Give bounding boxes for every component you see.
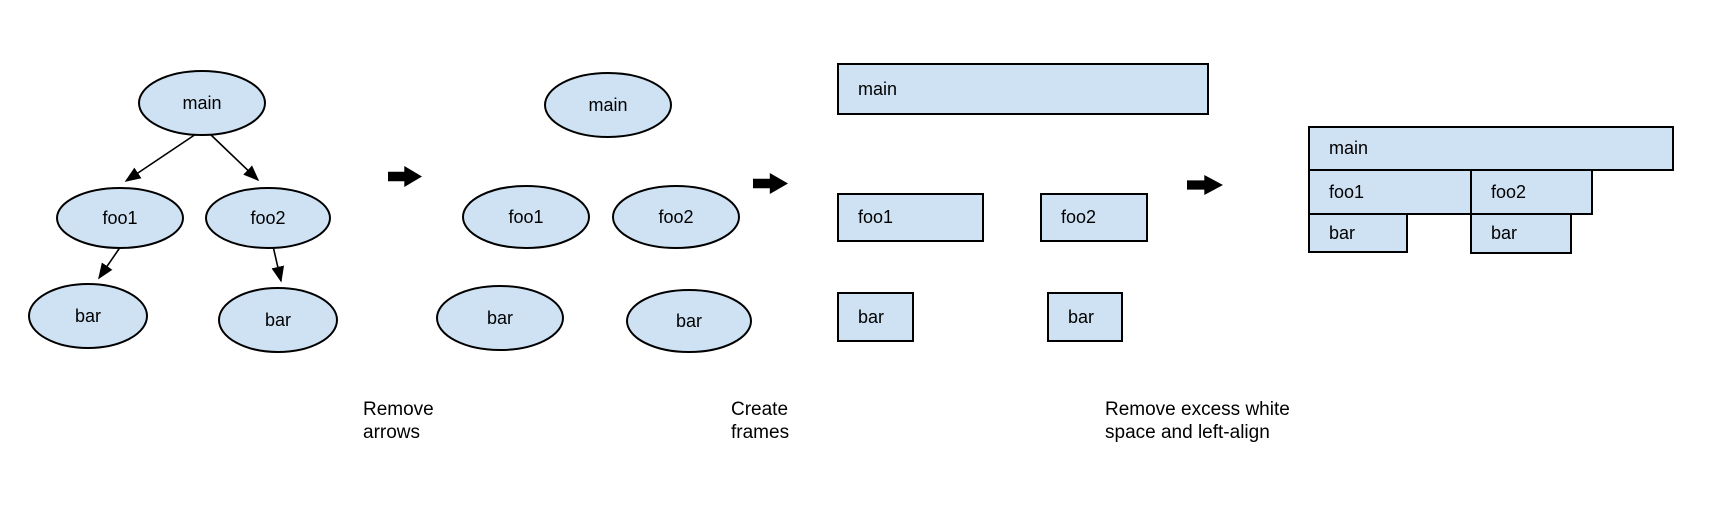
edge-foo2-to-bar-arrow <box>271 245 285 283</box>
call-tree-bar-left-label: bar <box>75 306 101 326</box>
call-tree-bar-left-ellipse <box>28 283 148 349</box>
no-arrows-bar-left-label: bar <box>487 308 513 328</box>
flame-foo2-box: foo2 <box>1470 169 1593 215</box>
edge-main-to-foo1-arrow <box>124 133 197 182</box>
flame-foo1-label: foo1 <box>1329 181 1365 202</box>
call-tree-foo2-ellipse <box>205 187 331 249</box>
frames-foo2-label: foo2 <box>1061 207 1097 227</box>
call-tree-foo2-label: foo2 <box>250 208 285 228</box>
step3-arrow-icon <box>1187 175 1223 195</box>
flame-bar-right-label: bar <box>1491 223 1518 243</box>
frames-foo2-box: foo2 <box>1040 193 1148 242</box>
frames-main-label: main <box>858 78 898 99</box>
step2-arrow-icon <box>753 173 788 194</box>
call-tree-main-ellipse <box>138 70 266 136</box>
caption-create-frames-line2: frames <box>731 422 790 443</box>
frames-main-box: main <box>837 63 1209 115</box>
no-arrows-bar-right-label: bar <box>676 311 702 331</box>
frames-foo1-box: foo1 <box>837 193 984 242</box>
call-tree-bar-right-label: bar <box>265 310 291 330</box>
call-tree-foo1-ellipse <box>56 187 184 249</box>
caption-left-align-line1: Remove excess white <box>1105 399 1290 420</box>
panel-no-arrows: main foo1 foo2 bar bar <box>436 72 752 353</box>
no-arrows-bar-right-ellipse <box>626 289 752 353</box>
flame-main-box: main <box>1308 126 1674 171</box>
frames-bar-right-box: bar <box>1047 292 1123 342</box>
flame-bar-left-label: bar <box>1329 222 1356 243</box>
no-arrows-foo2-ellipse <box>612 185 740 249</box>
no-arrows-foo2-label: foo2 <box>658 207 693 227</box>
panel-call-tree: main foo1 foo2 bar bar <box>28 70 338 353</box>
caption-left-align: Remove excess white space and left-align <box>1105 398 1290 444</box>
no-arrows-foo1-label: foo1 <box>508 207 543 227</box>
call-tree-main-label: main <box>182 93 221 113</box>
caption-remove-arrows-line1: Remove <box>363 399 434 420</box>
flame-foo1-box: foo1 <box>1308 169 1472 215</box>
frames-bar-right-label: bar <box>1068 306 1095 327</box>
step1-arrow-icon <box>388 166 422 187</box>
call-tree-foo1-label: foo1 <box>102 208 137 228</box>
frames-bar-left-label: bar <box>858 306 885 327</box>
no-arrows-main-ellipse <box>544 72 672 138</box>
frames-foo1-label: foo1 <box>858 207 894 227</box>
no-arrows-main-label: main <box>588 95 627 115</box>
edge-main-to-foo2-arrow <box>209 133 260 182</box>
caption-remove-arrows: Remove arrows <box>363 398 434 444</box>
edge-foo1-to-bar-arrow <box>98 245 122 280</box>
no-arrows-foo1-ellipse <box>462 185 590 249</box>
flame-foo2-label: foo2 <box>1491 181 1527 202</box>
call-tree-bar-right-ellipse <box>218 287 338 353</box>
flame-bar-left-box: bar <box>1308 213 1408 253</box>
flame-main-label: main <box>1329 138 1369 158</box>
flame-bar-right-box: bar <box>1470 213 1572 254</box>
no-arrows-bar-left-ellipse <box>436 285 564 351</box>
caption-left-align-line2: space and left-align <box>1105 422 1270 443</box>
caption-create-frames: Create frames <box>731 398 789 444</box>
frames-bar-left-box: bar <box>837 292 914 342</box>
caption-create-frames-line1: Create <box>731 399 789 420</box>
caption-remove-arrows-line2: arrows <box>363 422 421 443</box>
